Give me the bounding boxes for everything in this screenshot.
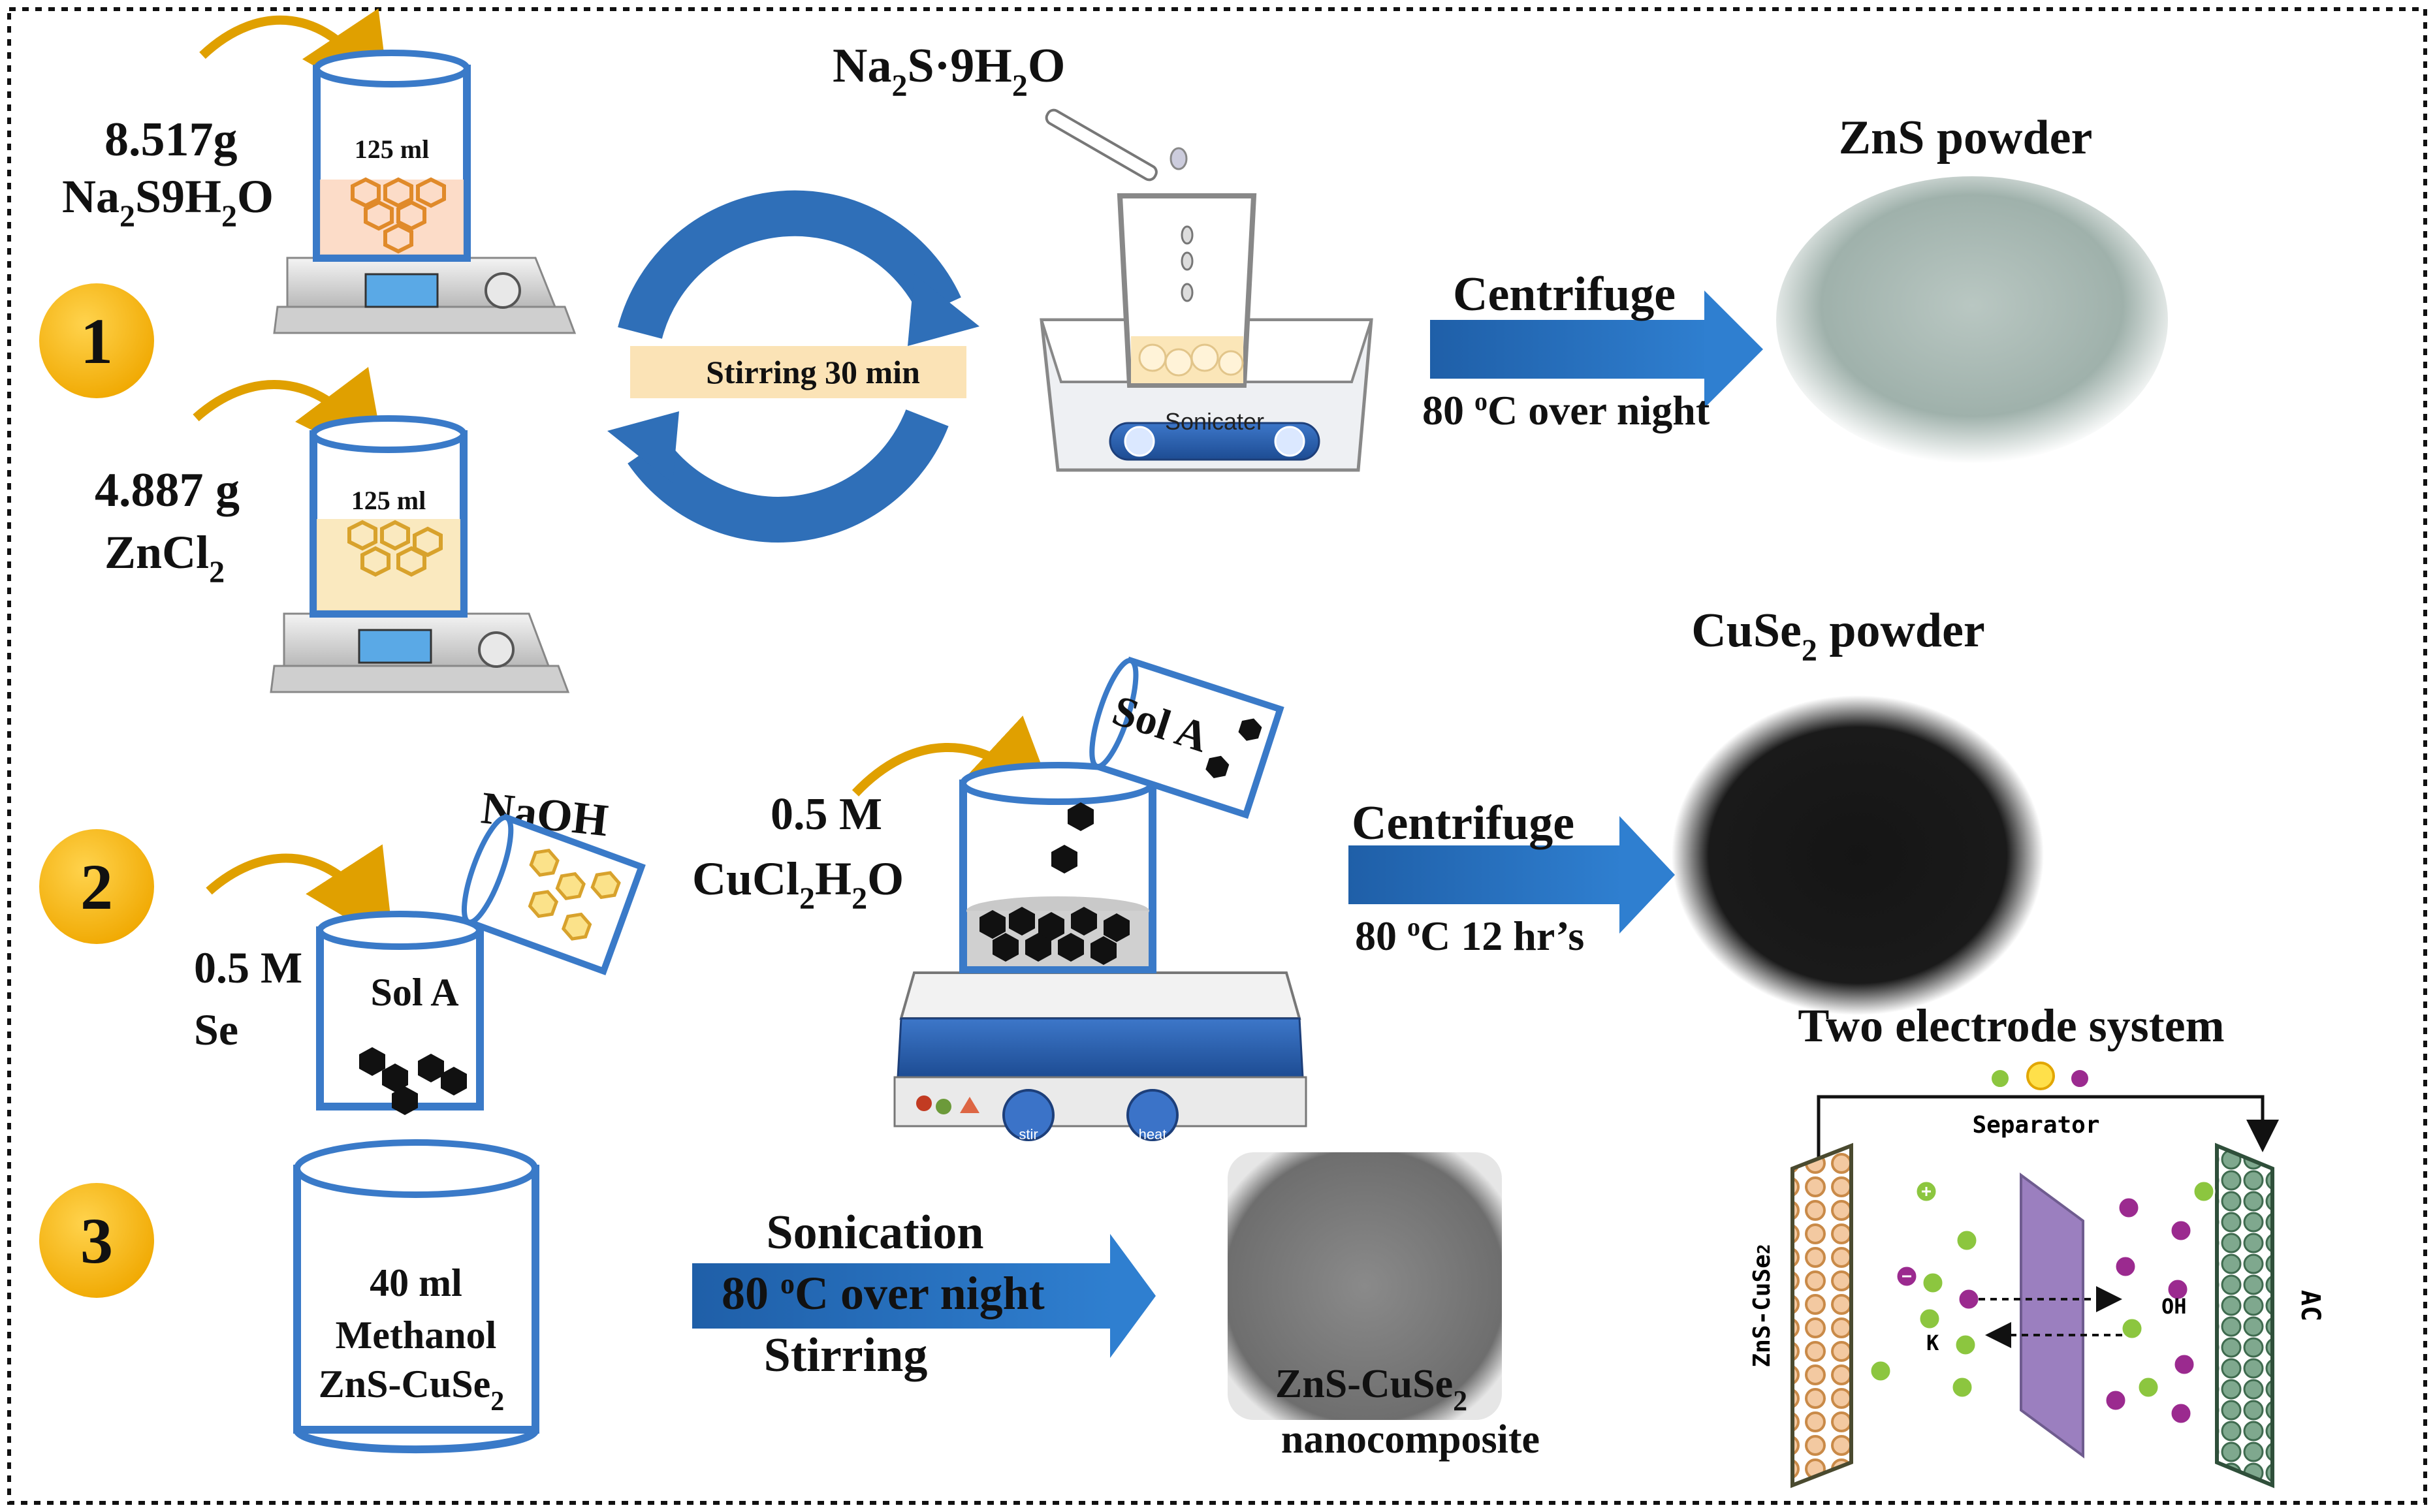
cycle-arc-top [618,190,961,339]
hotplate-b: 125 ml [193,366,570,693]
right-electrode-label: AC [2295,1290,2325,1321]
cu-amount: 0.5 M [771,789,882,840]
sol-a-label: Sol A [370,971,458,1014]
step-badge-2: 2 [39,829,154,944]
drying-label-1: 80 oC over night [1422,386,1710,433]
reagent-b-formula: ZnCl2 [104,526,225,590]
dropper-reagent: Na2S·9H2O [833,39,1065,103]
reagent-b-amount: 4.887 g [95,464,240,517]
plus-ion-top [1990,1069,2010,1088]
beaker-a-volume: 125 ml [355,134,429,164]
methanol-line1: 40 ml [370,1261,462,1304]
centrifuge-arrow-1 [1430,291,1763,408]
knob-heat-label: heat [1139,1126,1167,1142]
nanocomposite-image [1228,1152,1502,1420]
zns-powder-label: ZnS powder [1839,111,2093,165]
separator-label: Separator [1972,1112,2099,1139]
se-amount: 0.5 M [194,943,302,992]
zns-powder-image [1776,176,2168,464]
minus-ion-top [2070,1069,2090,1088]
cu-formula: CuCl2H2O [692,853,904,916]
hotplate-a: 125 ml [199,8,577,334]
step-number-2: 2 [80,851,113,923]
methanol-line2: Methanol [336,1314,497,1357]
pour-arrow-se [206,844,394,946]
hotplate-display-b [358,629,432,664]
methanol-line3: ZnS-CuSe2 [319,1362,504,1417]
step-badge-1: 1 [39,283,154,398]
left-electrode [1790,1142,1853,1488]
stirring-label: Stirring 30 min [706,354,920,390]
reagent-a-amount: 8.517g [104,113,238,166]
cycle-arc-bottom [628,409,949,543]
stirring-cycle: Stirring 30 min [607,190,979,543]
dropper [1045,108,1188,181]
k-ion-label: K [1926,1331,1939,1355]
two-electrode-device: Separator ZnS-CuSe2 AC [1749,1062,2325,1488]
step-number-3: 3 [80,1205,113,1277]
oh-ion-label: OH [2161,1294,2187,1319]
pour-arrow-a [199,8,391,110]
process-temp-label: 80 oC over night [722,1267,1045,1319]
nanocomposite-line1: ZnS-CuSe2 [1275,1362,1467,1417]
step-badge-3: 3 [39,1183,154,1298]
se-name: Se [194,1005,238,1054]
hotplate-display-a [364,273,439,308]
pour-arrow-b [193,366,387,467]
centrifuge-label-1: Centrifuge [1453,268,1676,321]
dotted-border [7,7,2427,1505]
nanocomposite-line2: nanocomposite [1281,1417,1540,1462]
methanol-beaker: 40 ml Methanol ZnS-CuSe2 [293,1139,539,1454]
hotplate-knob-b [478,631,515,668]
sonicator: Sonicater [1040,193,1373,472]
knob-stir-label: stir [1019,1126,1038,1142]
naoh-beaker [461,813,646,975]
process-arrow-3 [692,1234,1156,1358]
ions [1869,1180,2216,1425]
bulb-icon [2026,1062,2055,1090]
stirring-label-bg [630,346,966,398]
sol-a-beaker: Sol A [206,844,484,1115]
drying-label-2: 80 oC 12 hr’s [1355,912,1584,959]
hotplate-knob-a [485,272,521,309]
external-circuit [1817,1095,2279,1169]
cuse2-powder-image [1672,695,2044,1015]
sonication-label: Sonication [766,1206,983,1259]
stirring-label-3: Stirring [764,1329,928,1382]
step-number-1: 1 [80,305,113,377]
centrifuge-arrow-2 [1348,816,1675,934]
right-electrode [2215,1142,2274,1488]
cuse2-powder-label: CuSe2 powder [1691,604,1985,668]
tilted-sol-a-beaker [1089,656,1284,819]
reagent-a-formula: Na2S9H2O [62,170,274,234]
sonicator-label: Sonicater [1165,408,1264,435]
left-electrode-label: ZnS-CuSe2 [1749,1244,1775,1367]
centrifuge-label-2: Centrifuge [1352,796,1574,850]
separator [2020,1173,2084,1458]
beaker-b-volume: 125 ml [351,486,426,515]
device-title: Two electrode system [1798,1000,2224,1052]
